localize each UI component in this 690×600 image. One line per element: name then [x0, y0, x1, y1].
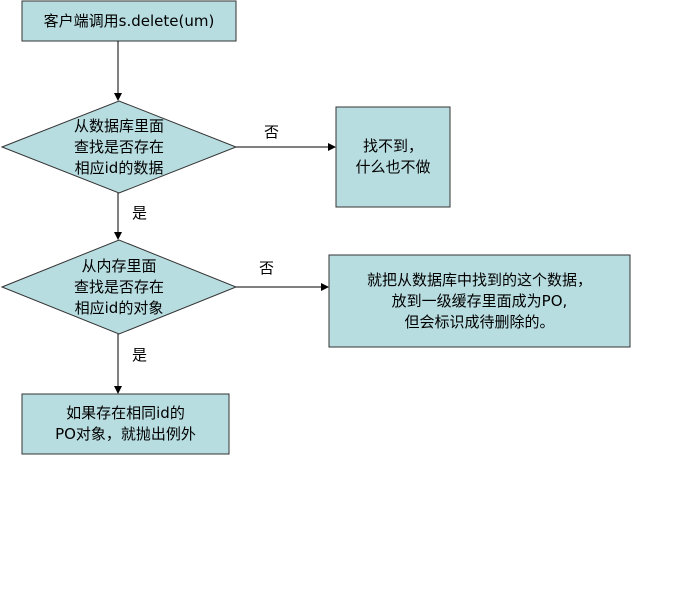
not-found-box [335, 106, 451, 208]
edge-label-yes1: 是 [132, 204, 148, 222]
decision1-text: 从数据库里面 查找是否存在 相应id的数据 [73, 117, 164, 177]
load-to-cache-text: 就把从数据库中找到的这个数据， 放到一级缓存里面成为PO, 但会标识成待删除的。 [366, 270, 592, 331]
not-found-text: 找不到， 什么也不做 [355, 137, 431, 176]
edge-label-no2: 否 [259, 259, 275, 277]
throw-text: 如果存在相同id的 PO对象，就抛出例外 [55, 404, 196, 443]
start-text: 客户端调用s.delete(um) [43, 11, 215, 30]
edge-label-no1: 否 [264, 123, 280, 141]
decision2-text: 从内存里面 查找是否存在 相应id的对象 [73, 257, 164, 317]
load-to-cache-box [328, 254, 631, 348]
edge-label-yes2: 是 [132, 346, 148, 364]
throw-box [21, 393, 230, 455]
start-box [21, 0, 237, 42]
